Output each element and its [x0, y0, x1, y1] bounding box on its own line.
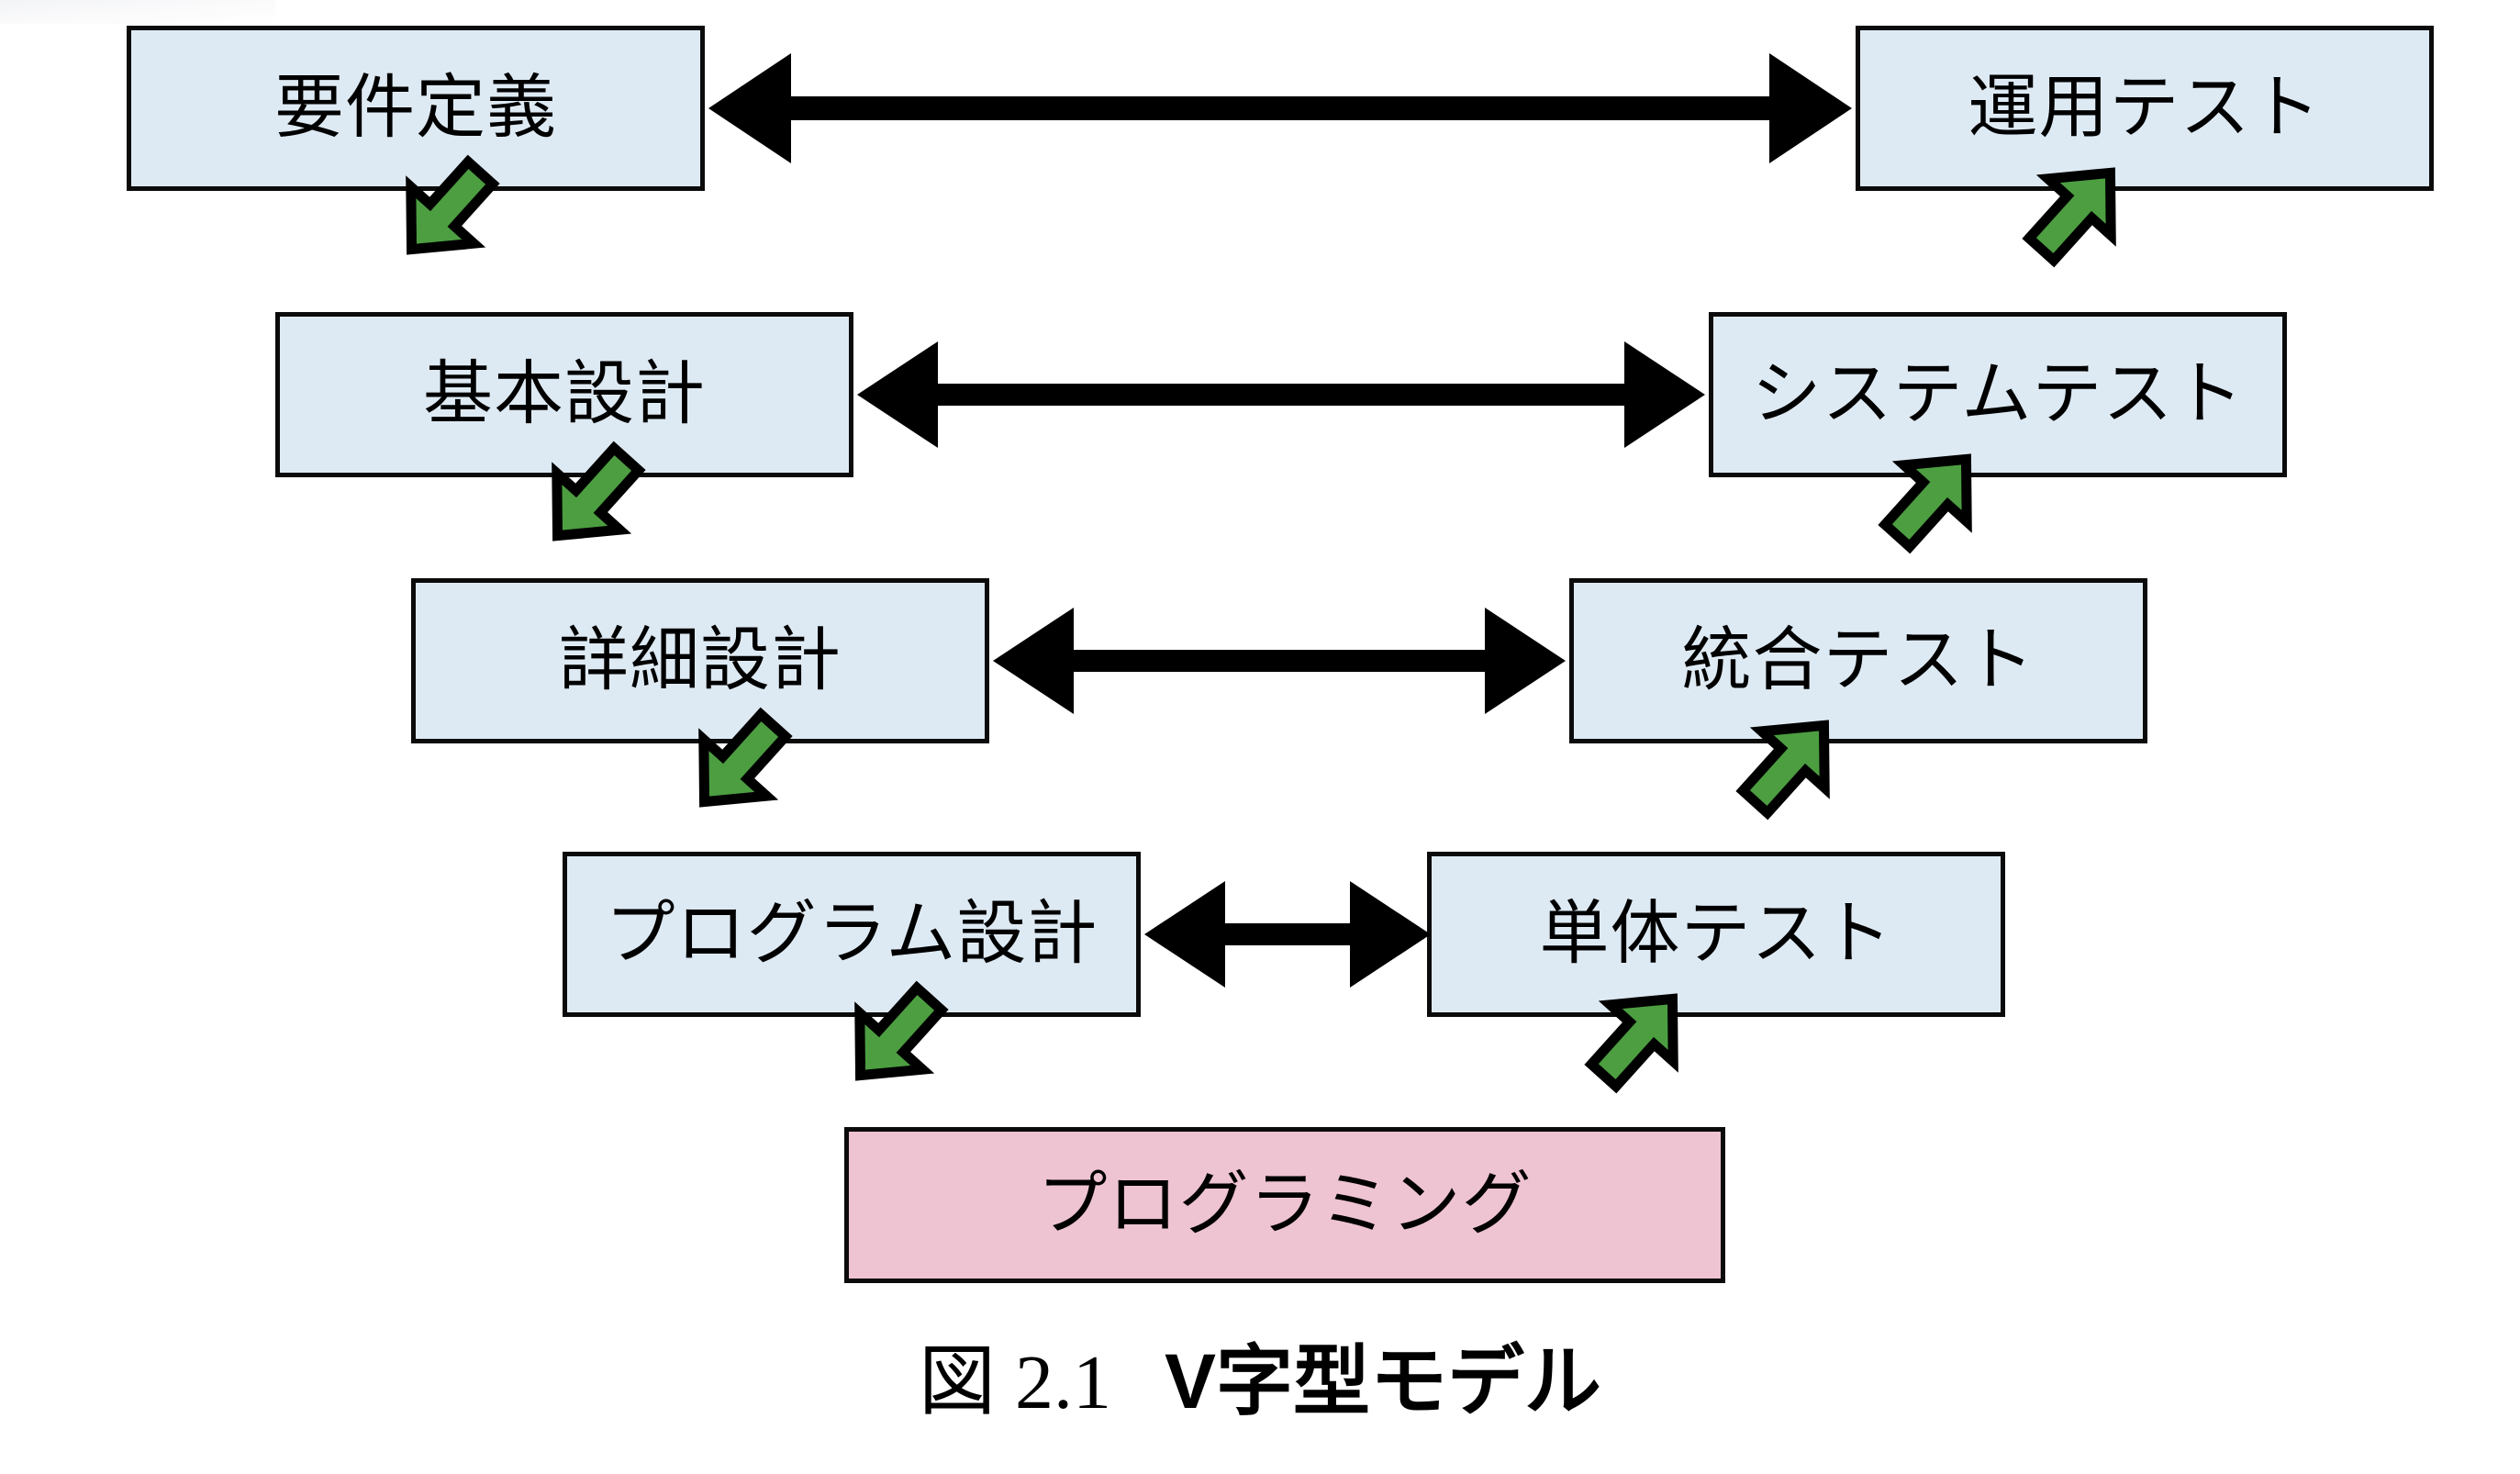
node-system-test[interactable]: システムテスト — [1709, 312, 2287, 477]
node-label-system-test: システムテスト — [1751, 356, 2245, 433]
node-label-programming: プログラミング — [1037, 1167, 1533, 1244]
node-requirements[interactable]: 要件定義 — [127, 26, 705, 191]
link-requirements-operation[interactable] — [708, 53, 1852, 163]
node-integration-test[interactable]: 統合テスト — [1569, 578, 2147, 743]
node-label-operation-test: 運用テスト — [1968, 70, 2322, 147]
link-basic-system[interactable] — [857, 341, 1705, 448]
node-label-basic-design: 基本設計 — [423, 356, 706, 433]
link-program-unit[interactable] — [1144, 881, 1431, 988]
node-basic-design[interactable]: 基本設計 — [275, 312, 853, 477]
page-corner-shading — [0, 0, 275, 24]
node-detailed-design[interactable]: 詳細設計 — [411, 578, 989, 743]
node-unit-test[interactable]: 単体テスト — [1427, 852, 2005, 1017]
node-label-detailed-design: 詳細設計 — [559, 622, 842, 699]
figure-caption: 図 2.1 V字型モデル — [0, 1320, 2520, 1431]
node-operation-test[interactable]: 運用テスト — [1856, 26, 2434, 191]
figure-caption-number: 図 2.1 — [918, 1340, 1111, 1425]
node-label-unit-test: 単体テスト — [1539, 896, 1893, 973]
figure-caption-title: V字型モデル — [1164, 1338, 1602, 1424]
node-programming[interactable]: プログラミング — [844, 1127, 1725, 1283]
node-label-requirements: 要件定義 — [274, 70, 557, 147]
node-program-design[interactable]: プログラム設計 — [563, 852, 1141, 1017]
node-label-program-design: プログラム設計 — [605, 896, 1098, 973]
link-detailed-integration[interactable] — [993, 608, 1566, 714]
node-label-integration-test: 統合テスト — [1681, 622, 2035, 699]
